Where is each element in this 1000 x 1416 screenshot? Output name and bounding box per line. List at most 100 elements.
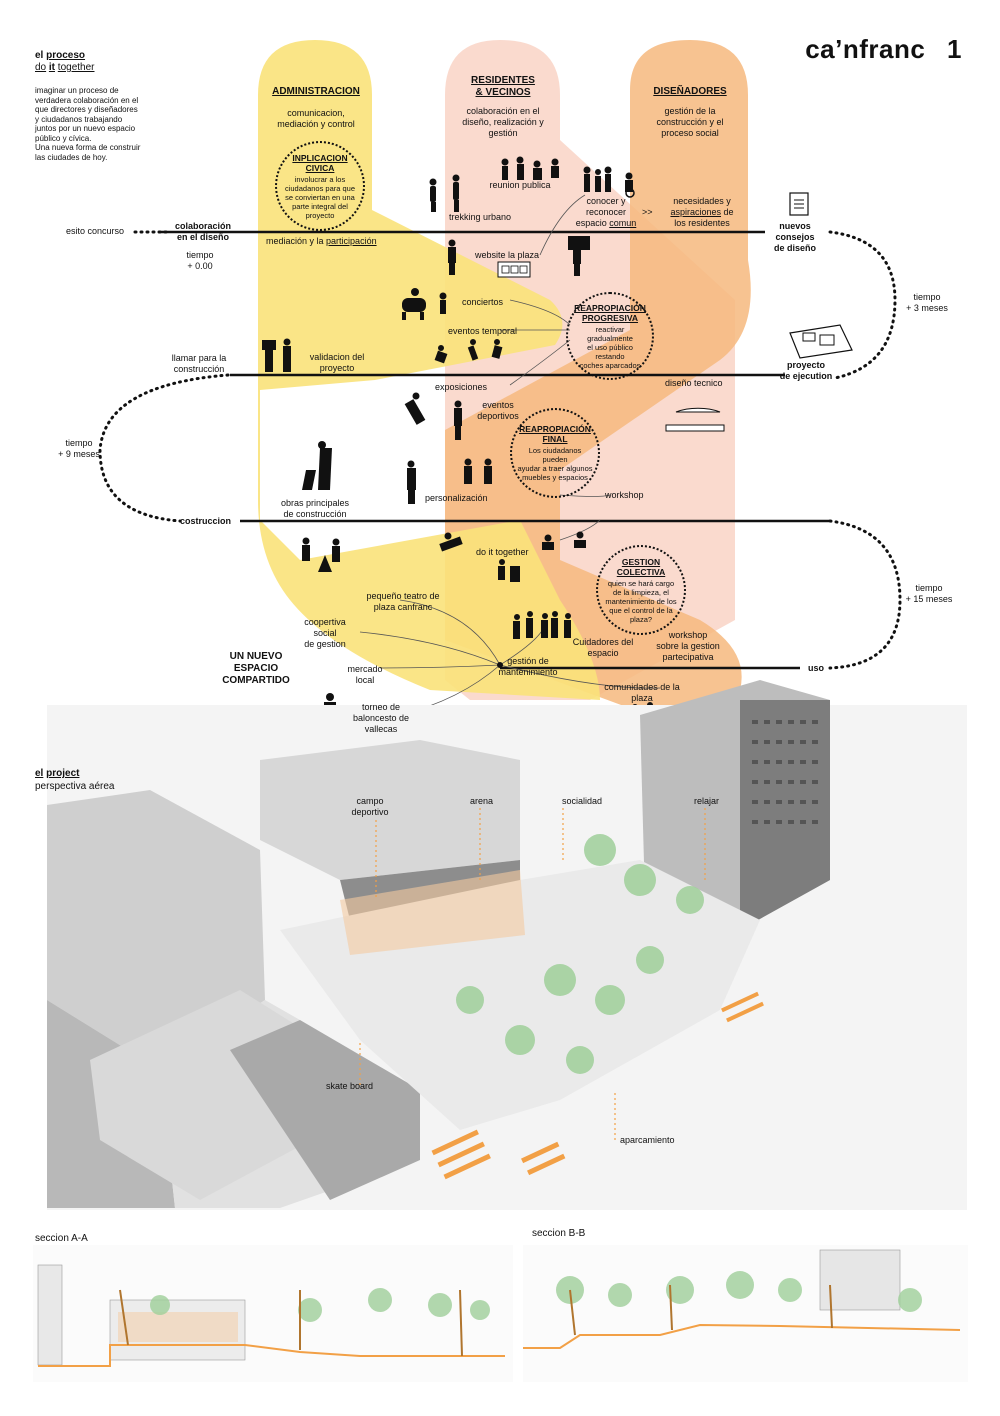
label-trekking-urbano: trekking urbano [448,212,512,222]
label-word: mediación y la [266,236,324,246]
label-do-it-together: do it together [476,547,529,557]
label-tiempo-15: tiempo + 15 meses [902,583,956,605]
label-conciertos: conciertos [462,297,504,307]
process-subheading-b: it [48,62,56,73]
label-line: baloncesto de [352,713,410,723]
implicacion-civica-circle: INPLICACION CIVICA involucrar a los ciud… [275,141,365,231]
reapropiacion-final-title: FINAL [542,434,568,444]
implicacion-desc-line: se conviertan en una [285,192,355,202]
project-heading: el project [35,768,79,780]
callout-relajar: relajar [694,796,720,806]
label-workshop-gestion: workshop sobre la gestion partecipativa [650,630,726,663]
section-aa-title: seccion A-A [35,1233,88,1244]
label-nuevo-espacio: UN NUEVO ESPACIO COMPARTIDO [215,651,297,687]
label-eventos-temporal: eventos temporal [448,326,518,336]
callout-skate-board: skate board [326,1081,374,1091]
label-line: tiempo [913,292,941,302]
disenadores-desc: gestión de la construcción y el proceso … [632,106,748,139]
label-tiempo-3: tiempo + 3 meses [902,292,952,314]
label-line: obras principales [280,498,350,508]
label-uso: uso [808,663,825,673]
label-line: plaza [631,693,653,703]
label-line: + 3 meses [906,303,948,313]
label-word: espacio [575,218,607,228]
label-line: plaza canfranc [373,602,433,612]
label-costruccion: costruccion [180,516,232,526]
protractor-icon [665,407,725,432]
label-proyecto-ejecution: proyecto de ejecution [770,360,842,382]
administracion-desc-line: mediación y control [277,119,355,129]
intro-line: las ciudades de hoy. [35,152,108,162]
label-line: + 9 meses [58,449,100,459]
residentes-desc-line: diseño, realización y [462,117,544,127]
label-line: social [313,628,337,638]
disenadores-desc-line: construcción y el [656,117,724,127]
label-line: en el diseño [176,232,229,242]
administracion-desc-line: comunicacion, [287,108,345,118]
label-obras: obras principales de construcción [275,498,355,520]
label-line: de ejecution [779,371,833,381]
label-line: los residentes [674,218,730,228]
label-line: comunidades de la [604,682,680,692]
label-reunion-publica: reunion publica [489,180,551,190]
callout-campo-deportivo: campo deportivo [340,796,400,818]
residentes-desc-line: gestión [488,128,518,138]
label-line: coopertiva [304,617,346,627]
reapropiacion-progresiva-title: REAPROPIACIÓN [574,302,646,313]
website-icon [497,261,531,278]
section-bb-title: seccion B-B [532,1228,586,1239]
reapropiacion-progresiva-desc: reactivar gradualmente el uso público re… [568,325,652,370]
label-line: pequeño teatro de [366,591,440,601]
label-esito-concurso: esito concurso [66,226,125,236]
label-eventos-deportivos: eventos deportivos [473,400,523,422]
label-line: mercado [347,664,383,674]
residentes-title-line: RESIDENTES [471,75,535,86]
label-necesidades: necesidades y aspiraciones de los reside… [662,196,742,229]
project-heading-prefix: el [35,768,44,779]
intro-text: imaginar un proceso de verdadera colabor… [35,86,140,162]
implicacion-desc-line: involucrar a los [294,174,346,184]
label-line: validacion del [309,352,365,362]
process-subheading: do it together [35,62,95,74]
process-subheading-c: together [57,62,95,73]
label-line: eventos [482,400,514,410]
plan-sheet-icon [789,324,853,359]
label-line: construcción [173,364,225,374]
intro-line: público y cívica. [35,133,92,143]
reapropiacion-final-title: REAPROPIACIÓN [519,424,591,434]
intro-line: Una nueva forma de construir [35,143,141,152]
project-heading-word: project [46,768,80,779]
callout-aparcamiento: aparcamiento [620,1135,675,1145]
label-line: conocer y [586,196,626,206]
intro-line: y ciudadanos trabajando [35,114,123,124]
label-line: proyecto [319,363,355,373]
label-line: workshop [668,630,708,640]
label-tiempo-0: tiempo + 0.00 [178,250,222,272]
label-line: tiempo [186,250,214,260]
project-title: ca’nfranc 1 [805,34,962,65]
intro-line: que directores y diseñadores [35,105,138,114]
label-line: Cuidadores del [572,637,634,647]
label-line: sobre la gestion [656,641,720,651]
sheet-number: 1 [947,34,962,64]
implicacion-desc-line: proyecto [305,210,335,220]
project-name: ca’nfranc [805,34,926,64]
label-line: colaboración [174,221,231,231]
label-line: espacio [587,648,619,658]
label-llamar: llamar para la construcción [165,353,233,375]
label-line: local [355,675,375,685]
label-line: partecipativa [662,652,714,662]
label-line: reconocer [585,207,627,217]
desc-line: que el control de la [609,605,673,615]
desc-line: reactivar gradualmente [587,324,633,343]
disenadores-desc-line: gestión de la [664,106,716,116]
section-aa-drawing [33,1245,513,1382]
label-diseno-tecnico: diseño tecnico [665,378,723,388]
label-conocer: conocer y reconocer espacio comun [575,196,637,229]
section-bb-drawing [523,1245,968,1382]
process-heading: el proceso [35,50,85,62]
desc-line: muebles y espacios [522,473,588,482]
gestion-colectiva-circle: GESTION COLECTIVA quien se hará cargo de… [596,545,686,635]
implicacion-title: CIVICA [305,162,335,173]
